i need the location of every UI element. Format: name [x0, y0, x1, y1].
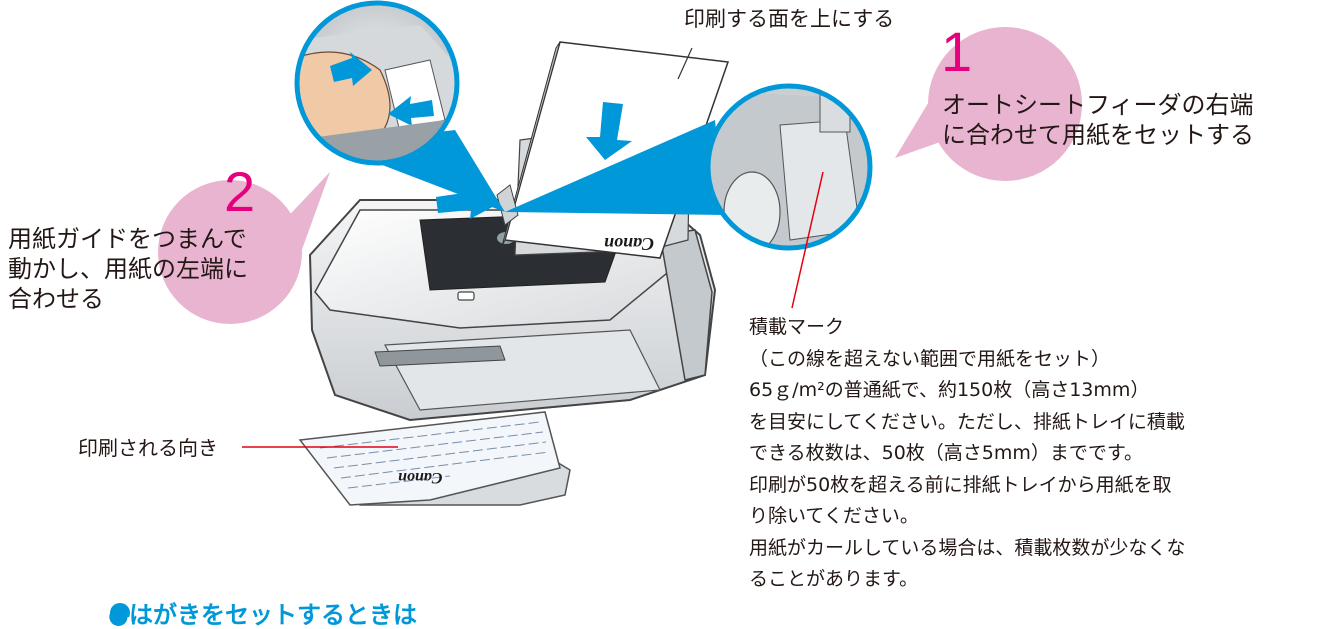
stacking-note-line-8: ることがあります。: [749, 568, 919, 590]
stacking-mark-title: 積載マーク: [749, 316, 845, 338]
footer-heading: ●はがきをセットするときは: [108, 601, 417, 629]
print-direction-label: 印刷される向き: [78, 436, 218, 460]
step-2-text: 用紙ガイドをつまんで 動かし、用紙の左端に 合わせる: [8, 224, 248, 314]
output-tray: [298, 411, 571, 506]
stacking-note-line-2: 65ｇ/m²の普通紙で、約150枚（高さ13mm）: [749, 379, 1150, 401]
stacking-note-line-7: 用紙がカールしている場合は、積載枚数が少なくな: [749, 536, 1186, 559]
zoom-leader-right: [505, 120, 725, 215]
stacking-note-line-3: を目安にしてください。ただし、排紙トレイに積載: [749, 410, 1185, 433]
step-1-line-2: に合わせて用紙をセットする: [942, 121, 1254, 149]
callout-bubble-1: [895, 27, 1082, 181]
step-1-number: 1: [941, 20, 973, 83]
stacking-note-line-1: （この線を超えない範囲で用紙をセット）: [749, 347, 1111, 370]
canon-logo-output: Canon: [398, 469, 443, 486]
zoom-circle-right: [705, 83, 873, 251]
callout-bubble-2: [158, 172, 330, 324]
step-2-number: 2: [224, 160, 256, 223]
stacking-note-line-4: できる枚数は、50枚（高さ5mm）までです。: [749, 442, 1144, 464]
stacking-note-line-5: 印刷が50枚を超える前に排紙トレイから用紙を取: [749, 473, 1172, 496]
print-side-up-label: 印刷する面を上にする: [684, 7, 895, 31]
blue-arrow-right: [436, 184, 500, 219]
stacking-mark-pointer: [791, 171, 824, 309]
step-2-line-3: 合わせる: [8, 285, 104, 313]
step-2-line-2: 動かし、用紙の左端に: [8, 255, 248, 283]
canon-logo-printer: Canon: [604, 234, 655, 254]
footer-bullet: [110, 603, 130, 617]
step-1-line-1: オートシートフィーダの右端: [942, 91, 1254, 119]
step-2-line-1: 用紙ガイドをつまんで: [8, 225, 247, 253]
stacking-note-line-6: り除いてください。: [749, 505, 919, 527]
step-1-text: オートシートフィーダの右端 に合わせて用紙をセットする: [942, 90, 1254, 150]
stacking-mark-note: 積載マーク （この線を超えない範囲で用紙をセット） 65ｇ/m²の普通紙で、約1…: [749, 312, 1185, 596]
